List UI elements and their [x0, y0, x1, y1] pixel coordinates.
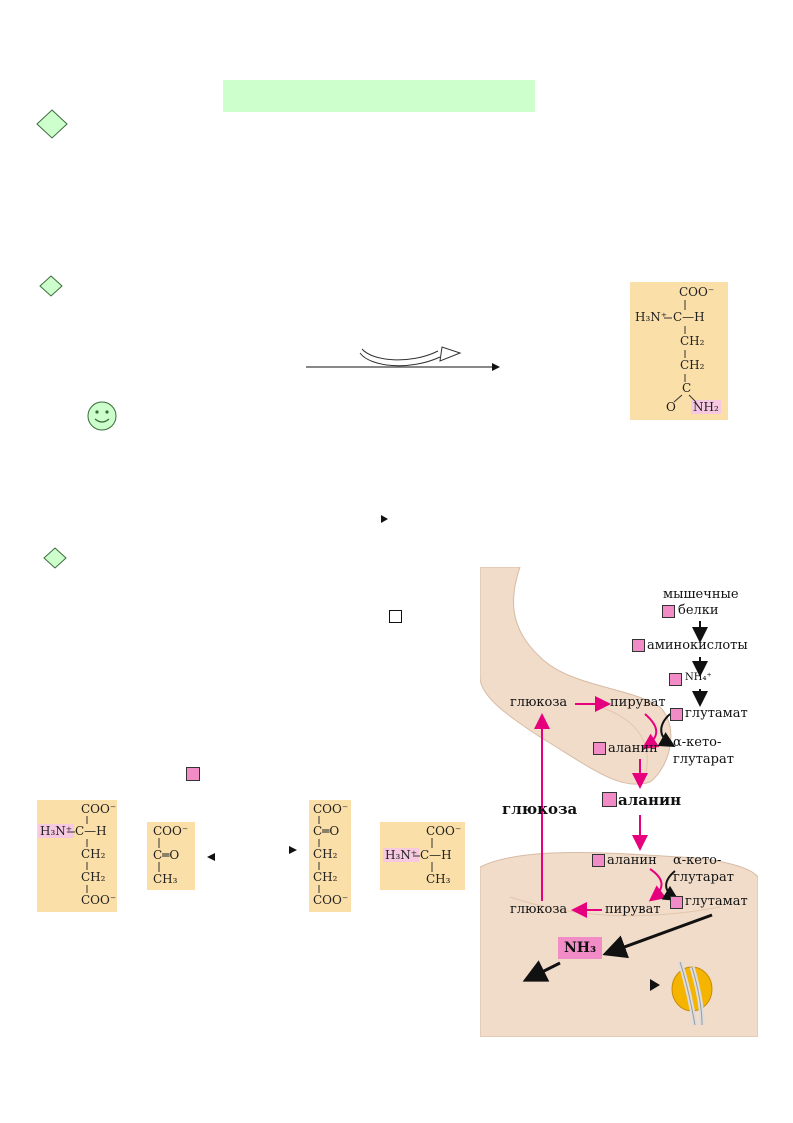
arrowhead-right	[289, 846, 297, 854]
label-marker-box	[632, 639, 645, 652]
diamond-bullet-icon	[39, 275, 63, 297]
label-marker-box	[669, 673, 682, 686]
smiley-icon	[87, 401, 117, 431]
label-marker-box	[592, 854, 605, 867]
label-marker-box	[186, 767, 200, 781]
reaction-arrow	[306, 346, 500, 371]
nh3-box: NH₃	[558, 937, 603, 959]
kidney-icon	[671, 961, 713, 1026]
label-marker-box	[593, 742, 606, 755]
cycle-artwork	[480, 567, 758, 1037]
arrowhead-left	[207, 853, 215, 861]
label-marker-box	[670, 708, 683, 721]
label-marker-box	[602, 792, 617, 807]
glucose-alanine-cycle: мышечные белки аминокислоты NH₄⁺ глюкоза…	[480, 567, 758, 1037]
section-header-bar	[223, 80, 535, 112]
diamond-bullet-icon	[43, 547, 67, 569]
label-marker-box	[670, 896, 683, 909]
label-marker-box	[662, 605, 675, 618]
pyruvate-structure: COO⁻ C═O CH₃	[147, 822, 195, 890]
empty-checkbox	[389, 610, 402, 623]
diamond-bullet-icon	[36, 109, 68, 139]
glutamate-structure: COO⁻ H₃N⁺ C—H CH₂ CH₂ COO⁻	[37, 800, 117, 912]
alanine-structure: COO⁻ H₃N⁺ C—H CH₃	[380, 822, 465, 890]
arrowhead-marker	[381, 515, 388, 523]
glutamine-structure: COO⁻ H₃N⁺ C—H CH₂ CH₂ C O NH₂	[630, 282, 728, 420]
ketoglutarate-structure: COO⁻ C═O CH₂ CH₂ COO⁻	[309, 800, 351, 912]
